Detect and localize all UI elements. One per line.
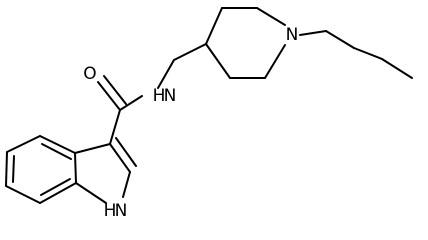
- bond-linker-2: [157, 59, 175, 89]
- bond-benz-5: [39, 182, 77, 204]
- bond-butyl-2: [353, 47, 383, 60]
- bond-benz-4: [5, 185, 41, 204]
- bond-butyl-4: [299, 30, 327, 36]
- bond-amide-co-b: [103, 75, 127, 105]
- bond-n1-c7a: [75, 182, 107, 204]
- bond-benz-3-inner: [12, 155, 15, 183]
- atom-indole-nitrogen: N: [115, 201, 128, 221]
- bond-c3a-c7a: [74, 152, 77, 184]
- atom-piperidine-nitrogen: N: [286, 25, 299, 45]
- bond-c3-c3a: [74, 143, 111, 154]
- atom-indole-hydrogen: H: [104, 201, 117, 221]
- bond-c2-n1: [122, 171, 131, 198]
- molecule-diagram: O N H N H N: [5, 7, 413, 221]
- bond-c3-carbonyl: [109, 109, 121, 145]
- atom-amide-nitrogen: N: [164, 86, 177, 106]
- bond-pip-6: [264, 44, 286, 79]
- atom-amide-hydrogen: H: [153, 86, 166, 106]
- bond-pip-4: [205, 43, 231, 79]
- bond-amide-cn: [119, 95, 143, 111]
- bond-c3-c2-a: [109, 143, 131, 173]
- bond-pip-1: [256, 7, 286, 26]
- bond-c3-c2-b: [115, 137, 137, 167]
- bond-benz-1: [39, 135, 76, 154]
- bond-butyl-3: [325, 30, 355, 49]
- atom-oxygen: O: [83, 64, 96, 84]
- bond-benz-5-inner: [40, 178, 71, 196]
- bond-amide-co-a: [97, 81, 121, 111]
- bond-benz-1-inner: [41, 143, 72, 160]
- bond-linker-1: [173, 43, 207, 61]
- bond-benz-3: [5, 151, 8, 187]
- bond-butyl-1: [381, 58, 413, 79]
- bond-benz-2: [6, 135, 41, 153]
- bond-pip-3: [205, 7, 223, 45]
